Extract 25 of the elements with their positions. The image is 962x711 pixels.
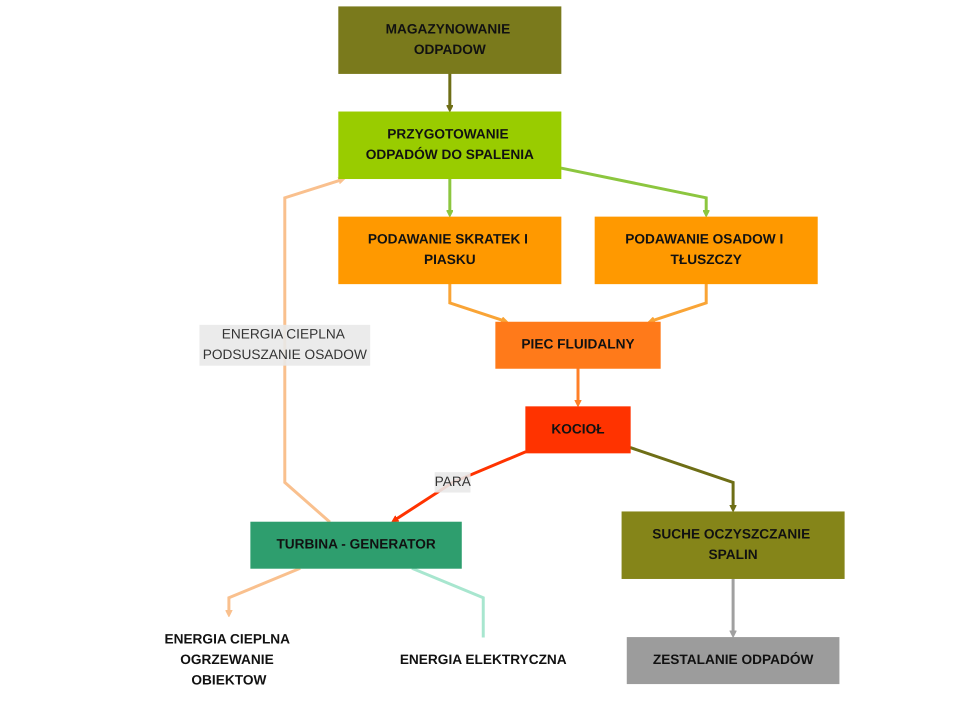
arrow: [648, 284, 708, 324]
connector: [411, 566, 485, 638]
arrow: [574, 368, 582, 408]
node-text: ENERGIA CIEPLNA OGRZEWANIE OBIEKTOW: [164, 632, 290, 688]
arrow: [630, 446, 737, 512]
node-box: ZESTALANIE ODPADÓW: [626, 637, 840, 684]
arrow: [391, 450, 526, 522]
node-box: PODAWANIE SKRATEK I PIASKU: [338, 216, 562, 284]
arrow: [446, 74, 454, 112]
node-box: SUCHE OCZYSZCZANIE SPALIN: [622, 511, 845, 579]
edge-label: PARA: [434, 474, 471, 490]
arrow: [560, 166, 710, 218]
arrow: [283, 177, 346, 524]
node-box: MAGAZYNOWANIE ODPADOW: [338, 6, 562, 74]
arrow: [225, 566, 301, 618]
node-box: PODAWANIE OSADOW I TŁUSZCZY: [594, 216, 818, 284]
arrow: [729, 578, 737, 638]
arrow: [446, 178, 454, 218]
node-text: ENERGIA ELEKTRYCZNA: [400, 652, 567, 668]
arrow: [448, 284, 508, 324]
node-box: PRZYGOTOWANIE ODPADÓW DO SPALENIA: [338, 112, 562, 180]
node-box: TURBINA - GENERATOR: [250, 522, 462, 569]
edge-label: ENERGIA CIEPLNA PODSUSZANIE OSADOW: [202, 327, 367, 362]
node-box: PIEC FLUIDALNY: [495, 322, 661, 369]
node-box: KOCIOŁ: [525, 406, 631, 454]
